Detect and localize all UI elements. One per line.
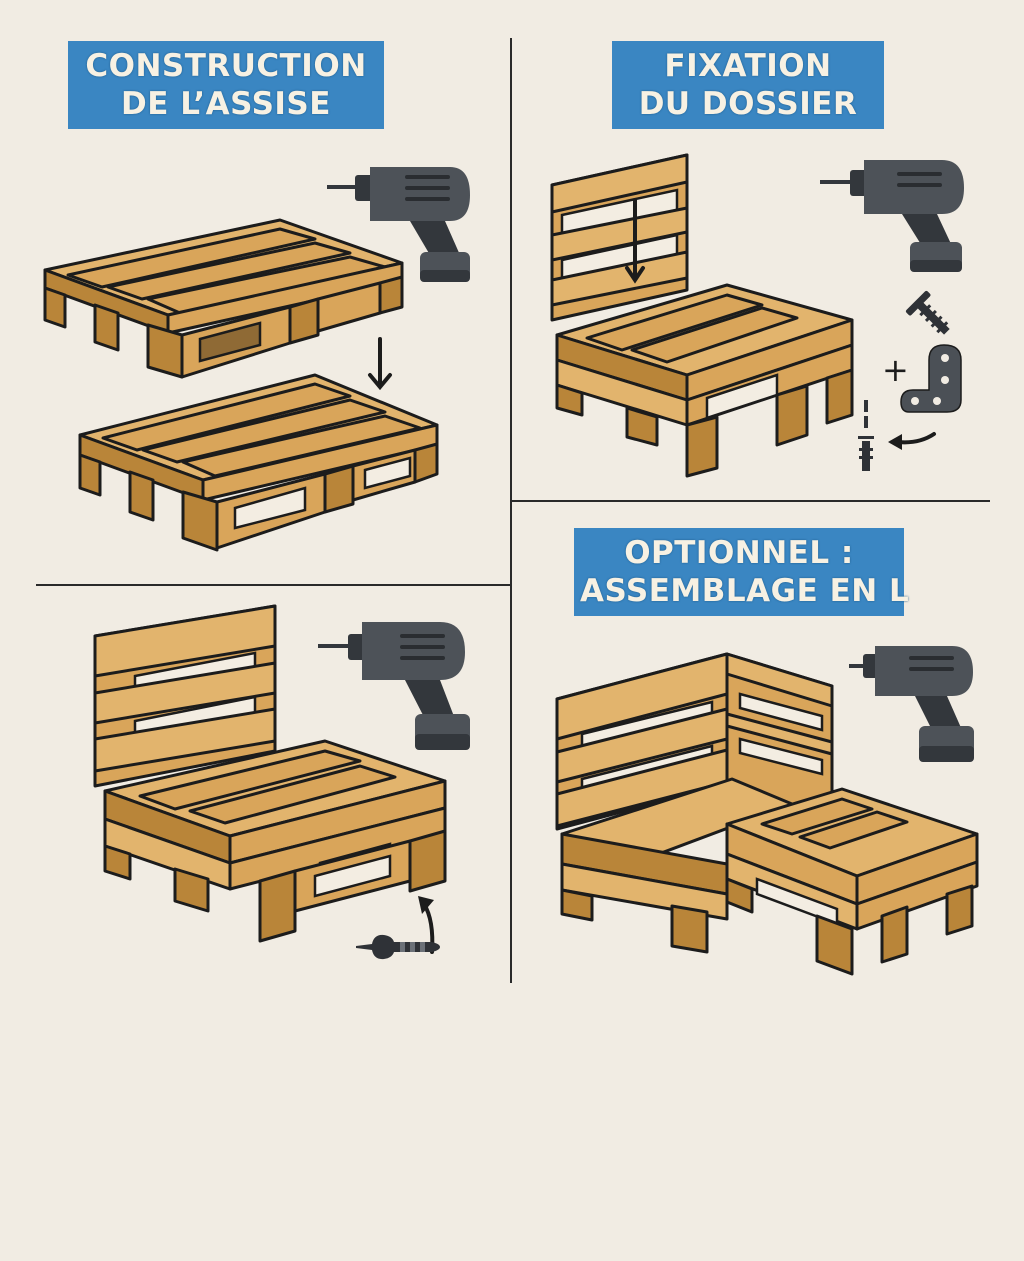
panel-title: FIXATION DU DOSSIER bbox=[612, 41, 884, 129]
drill-icon bbox=[820, 160, 964, 272]
pallet-chair-icon bbox=[93, 604, 447, 943]
curved-arrow-icon bbox=[412, 1191, 452, 1261]
title-line-2: DU DOSSIER bbox=[638, 86, 858, 122]
plus-icon: + bbox=[882, 351, 909, 389]
panel-title: OPTIONNEL : ASSEMBLAGE EN L bbox=[574, 528, 910, 616]
drill-icon bbox=[327, 167, 470, 282]
curved-arrow-icon bbox=[888, 432, 936, 450]
down-arrow-icon bbox=[368, 337, 392, 391]
title-line-1: FIXATION bbox=[664, 48, 832, 84]
horizontal-divider-left bbox=[36, 584, 510, 586]
pallet-icon-top bbox=[43, 218, 404, 379]
bolt-icon bbox=[858, 400, 874, 471]
screw-icon bbox=[905, 290, 950, 335]
drill-icon bbox=[849, 646, 974, 762]
corner-bracket-icon bbox=[900, 344, 962, 413]
panel-title: CONSTRUCTION DE L’ASSISE bbox=[68, 41, 384, 129]
title-line-2: DE L’ASSISE bbox=[121, 86, 331, 122]
curved-arrow-icon bbox=[412, 605, 452, 675]
panel-l-assembly: OPTIONNEL : ASSEMBLAGE EN L bbox=[512, 502, 1024, 1024]
pallet-chair-icon bbox=[550, 153, 854, 478]
vertical-divider bbox=[510, 38, 512, 983]
title-line-1: CONSTRUCTION bbox=[85, 48, 367, 84]
panel-assembled-chair bbox=[0, 586, 510, 1024]
l-sofa-icon bbox=[555, 652, 979, 976]
panel-backrest-fixing: FIXATION DU DOSSIER bbox=[512, 0, 1024, 500]
title-line-1: OPTIONNEL : bbox=[624, 535, 854, 571]
screw-icon bbox=[356, 934, 440, 960]
horizontal-divider-right bbox=[512, 500, 990, 502]
pallet-icon-bottom bbox=[78, 373, 439, 552]
title-line-2: ASSEMBLAGE EN L bbox=[580, 573, 910, 609]
panel-seat-construction: CONSTRUCTION DE L’ASSISE bbox=[0, 0, 510, 584]
drill-icon bbox=[318, 622, 470, 750]
